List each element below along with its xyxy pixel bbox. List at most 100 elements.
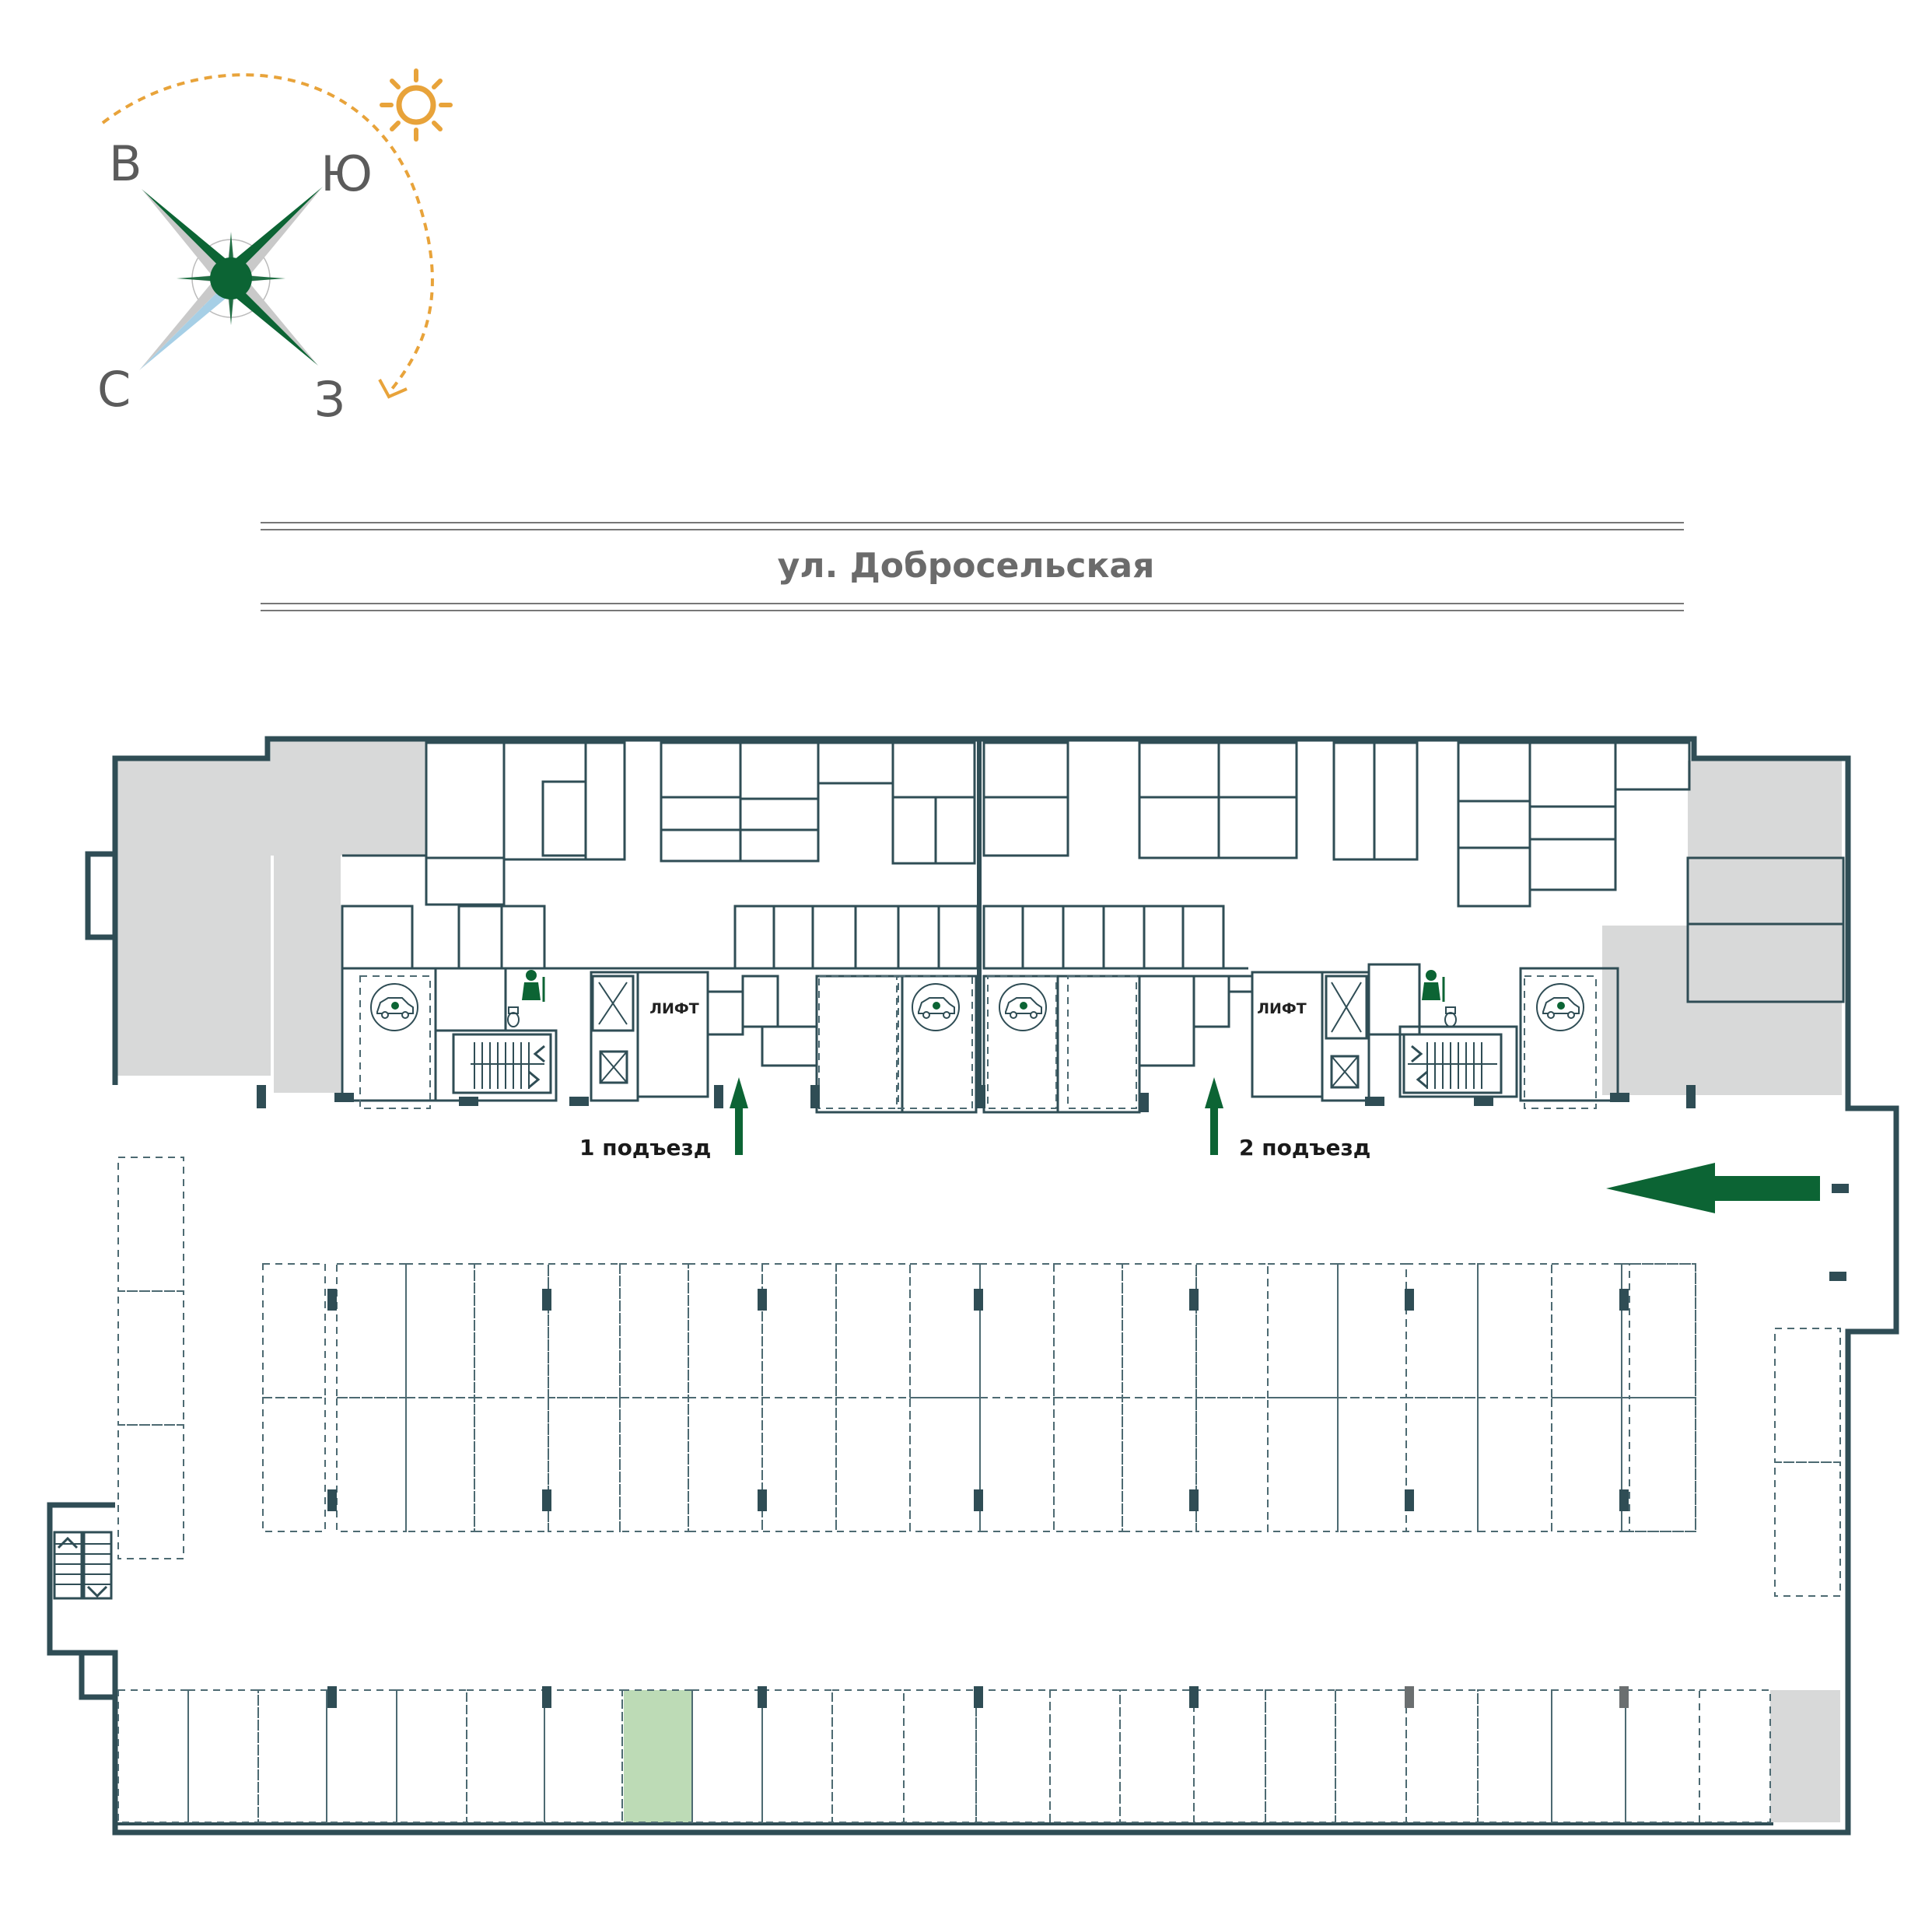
parking-space[interactable] — [619, 1397, 689, 1532]
parking-space[interactable] — [1193, 1689, 1266, 1823]
parking-space[interactable] — [474, 1263, 549, 1398]
parking-space[interactable] — [1621, 1397, 1696, 1532]
highlighted-parking-space[interactable] — [624, 1690, 692, 1822]
column — [758, 1686, 767, 1708]
parking-space[interactable] — [548, 1263, 621, 1398]
ev-charging-car-icon — [1536, 983, 1584, 1031]
parking-space[interactable] — [975, 1689, 1051, 1823]
stairs-icon — [1402, 1033, 1503, 1094]
elevator-icon — [591, 975, 635, 1084]
parking-space[interactable] — [761, 1689, 833, 1823]
parking-space[interactable] — [831, 1689, 905, 1823]
parking-space[interactable] — [1551, 1263, 1622, 1398]
parking-space[interactable] — [262, 1397, 326, 1532]
parking-space[interactable] — [909, 1397, 981, 1532]
parking-space[interactable] — [1551, 1689, 1626, 1823]
parking-space[interactable] — [688, 1397, 763, 1532]
column — [542, 1289, 551, 1311]
technical-rooms — [115, 739, 1842, 1822]
parking-space[interactable] — [1053, 1397, 1123, 1532]
parking-space[interactable] — [1267, 1397, 1339, 1532]
column — [327, 1686, 337, 1708]
parking-space[interactable] — [405, 1397, 475, 1532]
parking-space[interactable] — [1477, 1263, 1552, 1398]
parking-space[interactable] — [1335, 1689, 1407, 1823]
parking-space[interactable] — [1551, 1397, 1622, 1532]
column — [974, 1289, 983, 1311]
parking-space[interactable] — [1337, 1263, 1407, 1398]
parking-space[interactable] — [1265, 1689, 1336, 1823]
parking-space[interactable] — [1049, 1689, 1121, 1823]
lift-label: ЛИФТ — [1257, 1000, 1307, 1017]
parking-space[interactable] — [979, 1397, 1055, 1532]
toilet-icon — [507, 1006, 520, 1027]
apartment-storage-rooms-right — [982, 741, 1845, 1003]
parking-space[interactable] — [466, 1689, 545, 1823]
parking-space[interactable] — [257, 1689, 327, 1823]
parking-space[interactable] — [187, 1689, 259, 1823]
parking-space[interactable] — [1122, 1263, 1197, 1398]
parking-space[interactable] — [835, 1397, 911, 1532]
parking-space[interactable] — [405, 1263, 475, 1398]
parking-space[interactable] — [621, 1689, 693, 1823]
parking-space[interactable] — [1477, 1689, 1552, 1823]
column — [542, 1489, 551, 1511]
parking-space[interactable] — [1195, 1263, 1269, 1398]
parking-space[interactable] — [691, 1689, 763, 1823]
parking-space[interactable] — [1122, 1397, 1197, 1532]
parking-space[interactable] — [1119, 1689, 1195, 1823]
parking-space[interactable] — [1405, 1263, 1479, 1398]
street: ул. Добросельская — [261, 522, 1684, 611]
parking-space[interactable] — [761, 1263, 837, 1398]
parking-space[interactable] — [688, 1263, 763, 1398]
apartment-storage-rooms-left — [341, 741, 979, 970]
parking-space[interactable] — [979, 1263, 1055, 1398]
entrance-core-2 — [982, 963, 1619, 1114]
parking-space[interactable] — [1699, 1689, 1771, 1823]
parking-space[interactable] — [548, 1397, 621, 1532]
parking-space[interactable] — [1405, 1689, 1479, 1823]
parking-space[interactable] — [1053, 1263, 1123, 1398]
cleaning-person-icon — [1422, 970, 1445, 1002]
outer-wall — [79, 736, 1899, 1836]
parking-space[interactable] — [1621, 1263, 1696, 1398]
street-name: ул. Добросельская — [778, 546, 1155, 586]
ev-charging-car-icon — [999, 983, 1047, 1031]
column — [327, 1489, 337, 1511]
parking-space[interactable] — [544, 1689, 623, 1823]
parking-space[interactable] — [1337, 1397, 1407, 1532]
parking-space[interactable] — [396, 1689, 467, 1823]
parking-space[interactable] — [1267, 1263, 1339, 1398]
sun-arrow-head-icon — [378, 379, 408, 399]
parking-space[interactable] — [117, 1689, 189, 1823]
parking-space[interactable] — [336, 1263, 407, 1398]
parking-space[interactable] — [761, 1397, 837, 1532]
parking-space[interactable] — [1195, 1397, 1269, 1532]
parking-space[interactable] — [326, 1689, 397, 1823]
parking-space[interactable] — [619, 1263, 689, 1398]
parking-space[interactable] — [262, 1263, 326, 1398]
parking-space[interactable] — [835, 1263, 911, 1398]
parking-space[interactable] — [1629, 1263, 1696, 1398]
column — [1405, 1489, 1414, 1511]
left-stair-wall — [47, 1502, 115, 1656]
parking-space[interactable] — [1477, 1397, 1552, 1532]
compass-rose-icon — [139, 187, 323, 370]
column — [974, 1686, 983, 1708]
entrance-2-arrow-icon — [1205, 1077, 1223, 1155]
column — [1189, 1489, 1199, 1511]
parking-space[interactable] — [1629, 1397, 1696, 1532]
parking-space[interactable] — [1625, 1689, 1700, 1823]
parking-space[interactable] — [474, 1397, 549, 1532]
column — [1405, 1686, 1414, 1708]
parking-space[interactable] — [909, 1263, 981, 1398]
compass-south-label: Ю — [320, 145, 373, 202]
column — [542, 1686, 551, 1708]
parking-space[interactable] — [1405, 1397, 1479, 1532]
cleaning-person-icon — [522, 970, 545, 1002]
stairs-icon — [452, 1033, 552, 1094]
column — [758, 1289, 767, 1311]
parking-space[interactable] — [336, 1397, 407, 1532]
parking-space[interactable] — [903, 1689, 977, 1823]
